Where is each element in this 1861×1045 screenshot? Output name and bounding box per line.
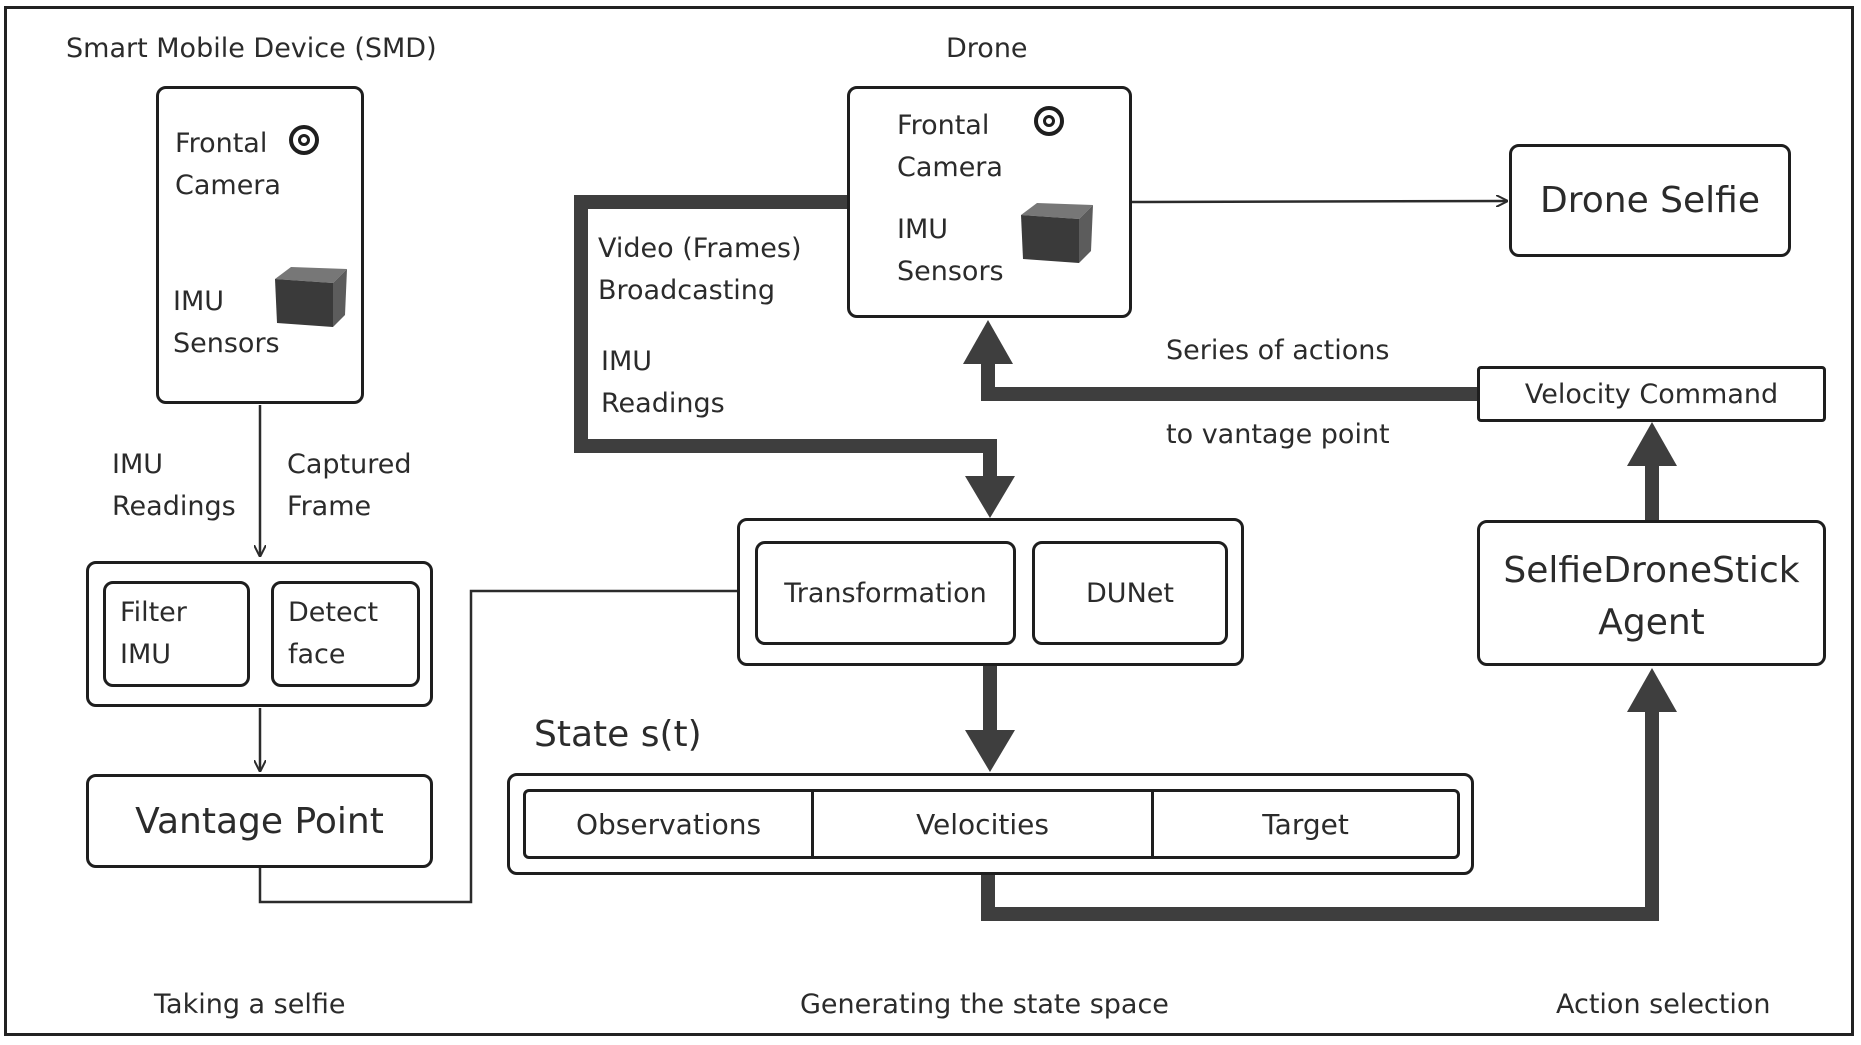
filter-imu-box: Filter IMU	[103, 581, 250, 687]
filter-imu-label: Filter IMU	[120, 597, 187, 670]
to-vantage-point-label: to vantage point	[1166, 419, 1390, 450]
agent-to-velocity-arrowhead	[1627, 422, 1677, 466]
vantage-point-box: Vantage Point	[86, 774, 433, 868]
diagram-frame	[4, 6, 1854, 1036]
vantage-point-label: Vantage Point	[135, 800, 384, 842]
drone-imu-sensors-label: IMU Sensors	[897, 214, 1004, 287]
smd-frontal-camera-label: Frontal Camera	[175, 128, 281, 201]
drone-imu-readings-label: IMU Readings	[601, 346, 725, 419]
state-velocities-label: Velocities	[916, 807, 1049, 841]
state-target-cell: Target	[1154, 792, 1457, 856]
processing-to-state-arrowhead	[965, 730, 1015, 772]
camera-lens-icon	[1034, 106, 1064, 136]
series-of-actions-label: Series of actions	[1166, 335, 1390, 366]
state-velocities-cell: Velocities	[814, 792, 1154, 856]
camera-lens-icon	[289, 125, 319, 155]
state-outer-box: Observations Velocities Target	[507, 773, 1474, 875]
velocity-command-box: Velocity Command	[1477, 366, 1826, 422]
broadcast-thick-line	[574, 195, 997, 482]
transformation-label: Transformation	[784, 577, 987, 609]
video-broadcasting-label: Video (Frames) Broadcasting	[598, 233, 802, 306]
detect-face-label: Detect face	[288, 597, 379, 670]
imu-cube-icon	[275, 267, 347, 327]
drone-selfie-box: Drone Selfie	[1509, 144, 1791, 257]
agent-label: SelfieDroneStick Agent	[1503, 550, 1800, 643]
smd-preprocess-box: Filter IMU Detect face	[86, 561, 433, 707]
state-to-agent-arrowhead	[1627, 668, 1677, 712]
dunet-box: DUNet	[1032, 541, 1228, 645]
drone-device-box: Frontal Camera IMU Sensors	[847, 86, 1132, 318]
broadcast-arrowhead	[965, 476, 1015, 518]
velocity-to-drone-arrowhead	[963, 320, 1013, 364]
transformation-box: Transformation	[755, 541, 1016, 645]
detect-face-box: Detect face	[271, 581, 420, 687]
state-inner-box: Observations Velocities Target	[523, 789, 1460, 859]
drone-title: Drone	[946, 33, 1028, 64]
smd-captured-frame-label: Captured Frame	[287, 449, 412, 522]
smd-imu-readings-label: IMU Readings	[112, 449, 236, 522]
drone-selfie-label: Drone Selfie	[1540, 180, 1760, 221]
smd-device-box: Frontal Camera IMU Sensors	[156, 86, 364, 404]
velocity-command-label: Velocity Command	[1524, 378, 1779, 410]
state-to-agent-line	[981, 700, 1659, 921]
state-observations-label: Observations	[575, 807, 762, 841]
state-observations-cell: Observations	[526, 792, 814, 856]
state-target-label: Target	[1262, 807, 1349, 841]
processing-box: Transformation DUNet	[737, 518, 1244, 666]
agent-box: SelfieDroneStick Agent	[1477, 520, 1826, 666]
smd-title: Smart Mobile Device (SMD)	[66, 33, 437, 64]
vantage-to-transformation-line	[258, 591, 752, 904]
section-action-selection: Action selection	[1556, 989, 1771, 1020]
imu-cube-icon	[1021, 203, 1093, 263]
dunet-label: DUNet	[1086, 577, 1174, 609]
smd-imu-sensors-label: IMU Sensors	[173, 286, 280, 359]
section-generating-state: Generating the state space	[800, 989, 1169, 1020]
velocity-to-drone-line	[981, 352, 1477, 401]
drone-to-selfie-arrow	[1131, 201, 1506, 202]
section-taking-selfie: Taking a selfie	[154, 989, 346, 1020]
state-title: State s(t)	[534, 714, 702, 755]
drone-frontal-camera-label: Frontal Camera	[897, 110, 1003, 183]
